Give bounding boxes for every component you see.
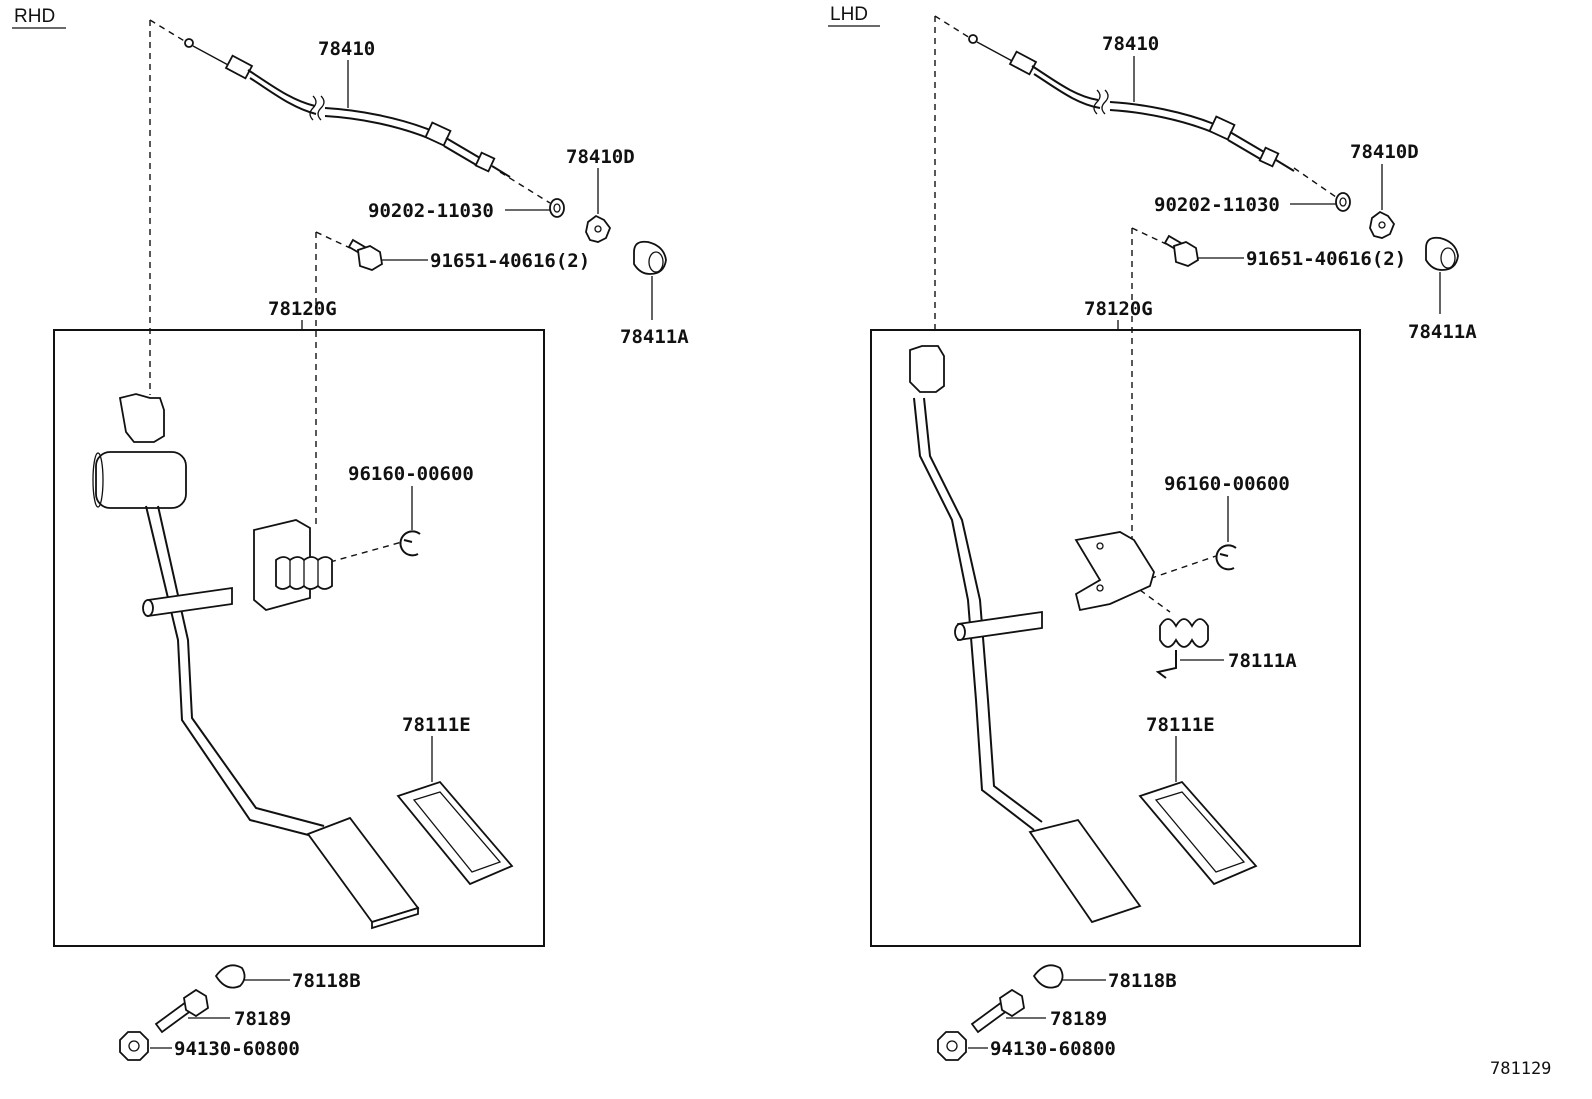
rhd-panel: RHD 78410 90202-11030 [12, 6, 689, 1061]
rhd-stopper-cushion [214, 964, 246, 989]
lhd-accelerator-cable [968, 34, 1295, 172]
rhd-cable-clip [585, 214, 612, 243]
lhd-label-bolt2: 78189 [1050, 1008, 1107, 1030]
lhd-label-assembly: 78120G [1084, 298, 1153, 320]
rhd-accelerator-cable [184, 38, 511, 178]
rhd-label-nut: 94130-60800 [174, 1038, 300, 1060]
lhd-snap-ring [1215, 544, 1237, 571]
lhd-label-grommet: 78411A [1408, 321, 1477, 343]
lhd-panel: LHD 78410 90202-11030 [828, 4, 1477, 1061]
rhd-pivot-bracket [253, 519, 333, 611]
rhd-pedal-pad [396, 780, 514, 886]
lhd-grommet [1425, 236, 1459, 271]
lhd-label-cushion: 78118B [1108, 970, 1177, 992]
rhd-label-washer: 90202-11030 [368, 200, 494, 222]
lhd-label-ring: 96160-00600 [1164, 473, 1290, 495]
lhd-label-washer: 90202-11030 [1154, 194, 1280, 216]
diagram-ref-number: 781129 [1490, 1059, 1551, 1079]
rhd-label-pad: 78111E [402, 714, 471, 736]
lhd-lock-nut [937, 1031, 967, 1061]
lhd-washer [1335, 192, 1351, 212]
lhd-bolt [1163, 234, 1199, 267]
rhd-assembly-box [53, 329, 545, 947]
lhd-title: LHD [830, 4, 868, 25]
lhd-label-bolt: 91651-40616(2) [1246, 248, 1406, 270]
rhd-stopper-bolt [154, 988, 209, 1034]
lhd-label-nut: 94130-60800 [990, 1038, 1116, 1060]
rhd-label-bolt2: 78189 [234, 1008, 291, 1030]
lhd-stopper-cushion [1032, 964, 1064, 989]
rhd-washer [549, 198, 565, 218]
rhd-label-bolt: 91651-40616(2) [430, 250, 590, 272]
rhd-label-cable: 78410 [318, 38, 375, 60]
rhd-lock-nut [119, 1031, 149, 1061]
rhd-label-cushion: 78118B [292, 970, 361, 992]
lhd-return-spring [1155, 618, 1209, 679]
rhd-grommet [633, 240, 667, 275]
lhd-assembly-box [870, 329, 1361, 947]
rhd-label-grommet: 78411A [620, 326, 689, 348]
rhd-snap-ring [399, 530, 421, 557]
lhd-label-spring: 78111A [1228, 650, 1297, 672]
lhd-stopper-bolt [970, 988, 1025, 1034]
rhd-label-assembly: 78120G [268, 298, 337, 320]
rhd-title: RHD [14, 6, 55, 27]
rhd-pedal-arm [92, 393, 420, 930]
lhd-label-cable: 78410 [1102, 33, 1159, 55]
rhd-label-ring: 96160-00600 [348, 463, 474, 485]
rhd-label-clip: 78410D [566, 146, 635, 168]
lhd-cable-clip [1369, 210, 1396, 239]
lhd-pedal-pad [1138, 780, 1258, 886]
rhd-bolt [347, 238, 383, 271]
lhd-pedal-arm [909, 345, 1142, 924]
lhd-label-pad: 78111E [1146, 714, 1215, 736]
lhd-label-clip: 78410D [1350, 141, 1419, 163]
lhd-pivot-bracket [1074, 531, 1155, 612]
